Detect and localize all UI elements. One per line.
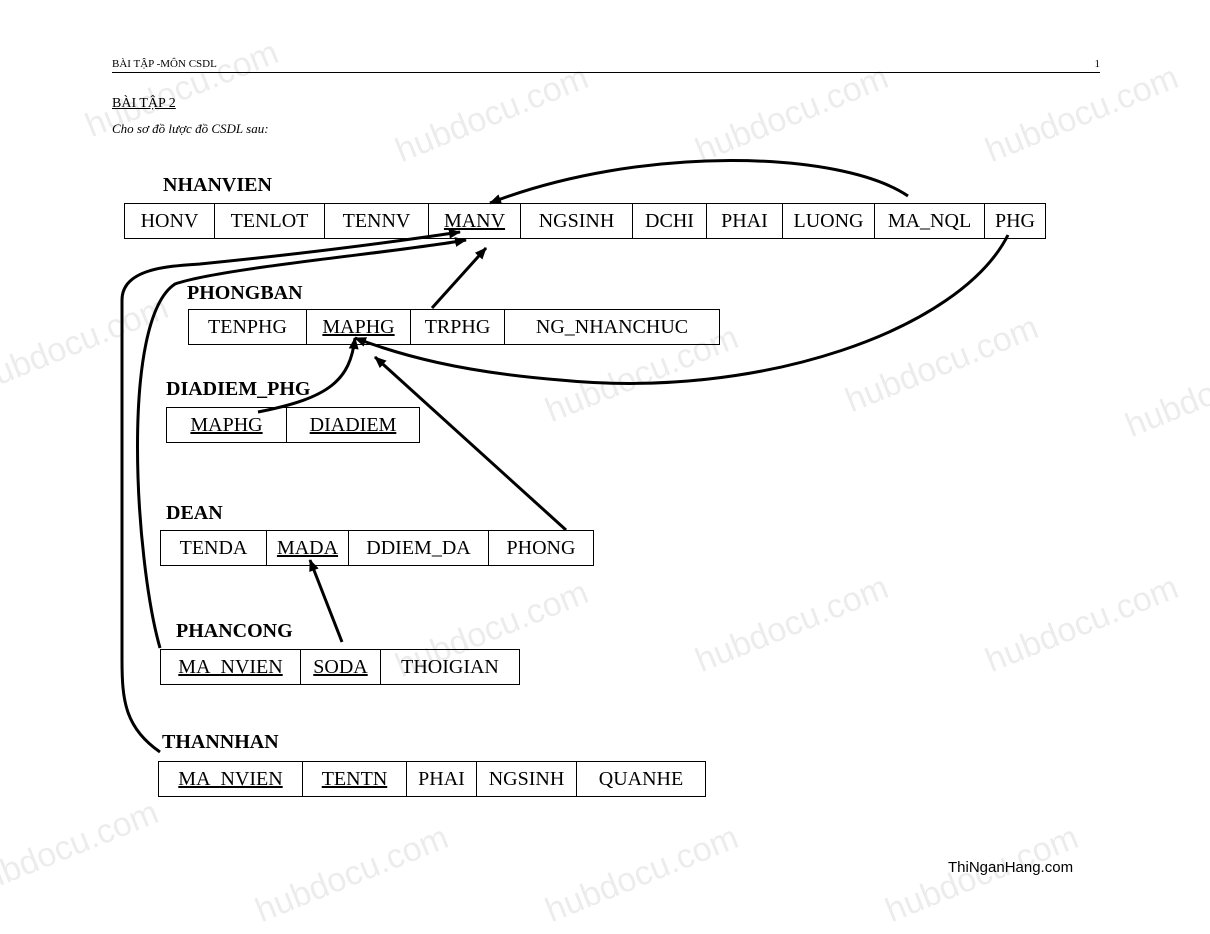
- arrow-ma-nql-to-manv: [489, 159, 909, 205]
- column-phong: PHONG: [506, 536, 576, 559]
- arrow-trphg-to-manv: [430, 246, 488, 310]
- column-honv: HONV: [125, 204, 215, 238]
- page-number: 1: [1094, 58, 1101, 70]
- column-ngsinh: NGSINH: [521, 204, 633, 238]
- column-luong: LUONG: [783, 204, 875, 238]
- column-tenphg: TENPHG: [189, 310, 307, 344]
- column-trphg: TRPHG: [411, 310, 505, 344]
- table-name-phongban: PHONGBAN: [187, 282, 303, 304]
- column-ma-nvien: MA_NVIEN: [161, 650, 301, 684]
- footer-site: ThiNganHang.com: [948, 859, 1074, 876]
- relation-phongban: TENPHG MAPHG TRPHG NG_NHANCHUC: [188, 309, 720, 345]
- column-diadiem: DIADIEM: [309, 413, 397, 436]
- exercise-title: BÀI TẬP 2: [112, 96, 176, 111]
- arrow-thannhan-ma-nvien-to-manv: [120, 228, 461, 754]
- arrow-phong-to-maphg: [373, 355, 568, 532]
- page-header: BÀI TẬP -MÔN CSDL 1: [112, 58, 1100, 73]
- column-tennv: TENNV: [325, 204, 429, 238]
- arrow-soda-to-mada: [308, 559, 344, 643]
- table-name-nhanvien: NHANVIEN: [163, 174, 272, 196]
- column-tenda: TENDA: [161, 531, 267, 565]
- column-ddiem-da: DDIEM_DA: [349, 531, 489, 565]
- column-maphg: MAPHG: [167, 408, 287, 442]
- column-ngsinh: NGSINH: [477, 762, 577, 796]
- table-name-dean: DEAN: [166, 502, 223, 524]
- relation-dean: TENDA MADA DDIEM_DA PHONG: [160, 530, 594, 566]
- table-name-phancong: PHANCONG: [176, 620, 293, 642]
- column-ng-nhanchuc: NG_NHANCHUC: [535, 315, 689, 338]
- column-maphg: MAPHG: [307, 310, 411, 344]
- relation-nhanvien: HONV TENLOT TENNV MANV NGSINH DCHI PHAI …: [124, 203, 1046, 239]
- header-course: BÀI TẬP -MÔN CSDL: [112, 58, 217, 70]
- arrow-phancong-ma-nvien-to-manv: [136, 237, 467, 649]
- arrow-diadiem-maphg-to-maphg: [257, 337, 359, 414]
- exercise-subtitle: Cho sơ đồ lược đồ CSDL sau:: [112, 121, 269, 136]
- column-tenlot: TENLOT: [215, 204, 325, 238]
- column-phg: PHG: [994, 209, 1035, 232]
- relation-diadiem-phg: MAPHG DIADIEM: [166, 407, 420, 443]
- column-phai: PHAI: [707, 204, 783, 238]
- column-thoigian: THOIGIAN: [401, 655, 499, 678]
- column-manv: MANV: [429, 204, 521, 238]
- column-dchi: DCHI: [633, 204, 707, 238]
- table-name-thannhan: THANNHAN: [162, 731, 279, 753]
- arrow-phg-to-maphg: [354, 234, 1010, 385]
- column-phai: PHAI: [407, 762, 477, 796]
- table-name-diadiem-phg: DIADIEM_PHG: [166, 378, 311, 400]
- column-tentn: TENTN: [303, 762, 407, 796]
- column-ma-nvien: MA_NVIEN: [159, 762, 303, 796]
- relation-phancong: MA_NVIEN SODA THOIGIAN: [160, 649, 520, 685]
- relation-thannhan: MA_NVIEN TENTN PHAI NGSINH QUANHE: [158, 761, 706, 797]
- column-ma-nql: MA_NQL: [875, 204, 985, 238]
- column-soda: SODA: [301, 650, 381, 684]
- column-quanhe: QUANHE: [598, 767, 684, 790]
- column-mada: MADA: [267, 531, 349, 565]
